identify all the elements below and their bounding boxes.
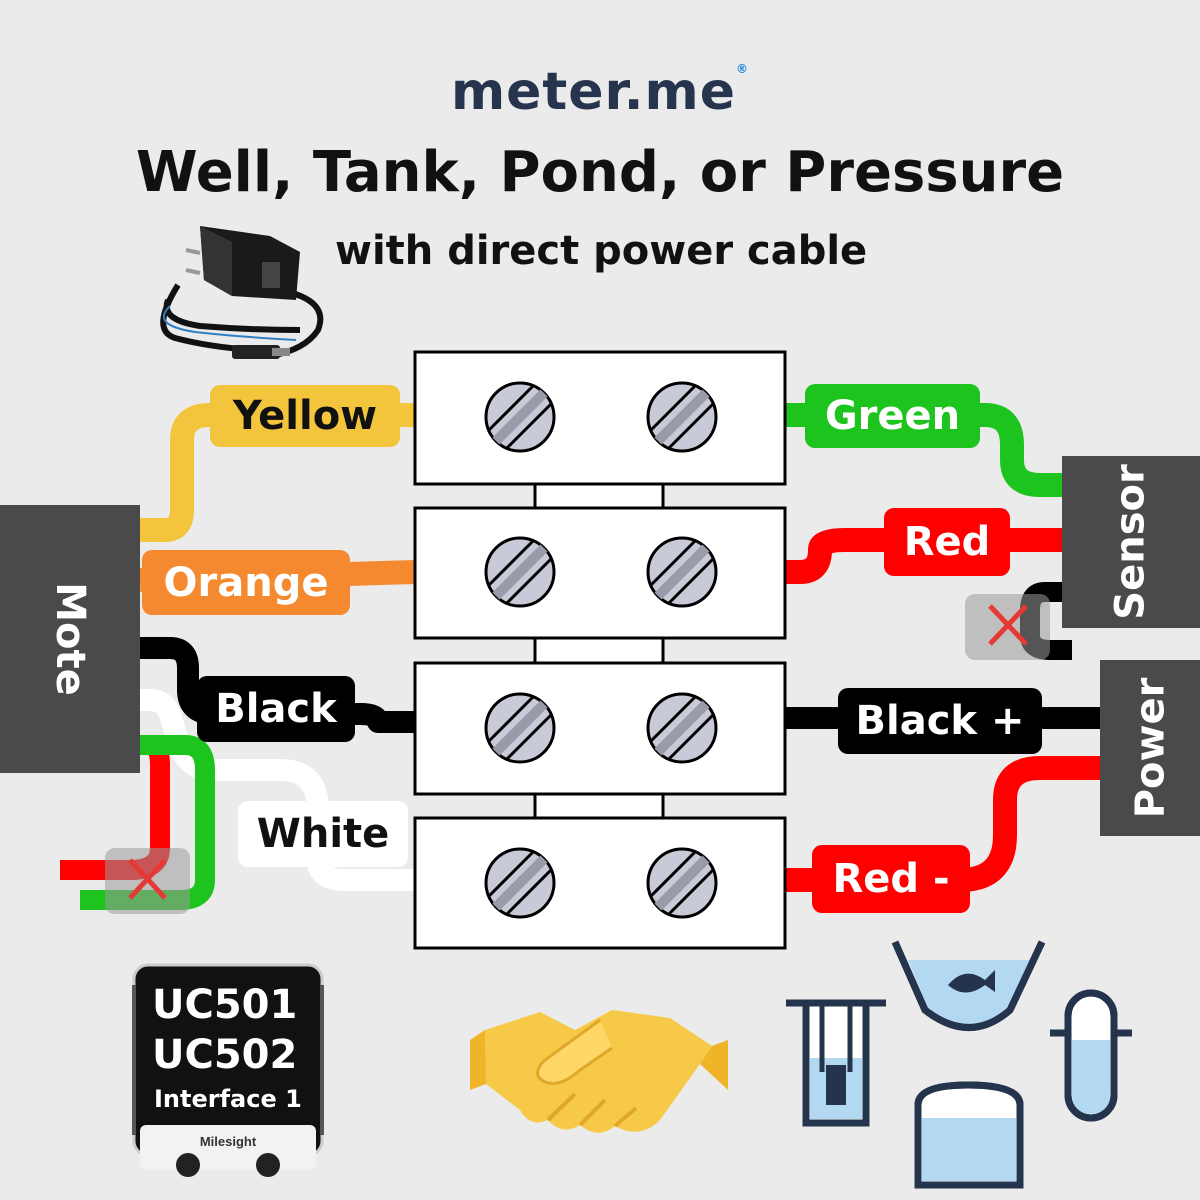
wire-label-red: Red <box>884 508 1010 576</box>
screw-icon <box>484 536 556 608</box>
pond-icon <box>891 940 1046 1031</box>
device-model-1: UC501 <box>152 982 298 1028</box>
power-block: Power <box>1100 660 1200 836</box>
wire-label-white: White <box>238 801 408 867</box>
page-subtitle: with direct power cable <box>335 228 868 274</box>
wire-label-black-plus: Black + <box>838 688 1042 754</box>
screw-icon <box>646 381 718 453</box>
device-model-2: UC502 <box>152 1032 298 1078</box>
wire-label-red-minus: Red - <box>812 845 970 913</box>
power-label: Power <box>1127 677 1174 819</box>
wire-label-yellow: Yellow <box>210 385 400 447</box>
power-adapter-icon <box>160 226 324 359</box>
sensor-label: Sensor <box>1108 464 1154 620</box>
mote-label: Mote <box>46 582 93 696</box>
wire-green-left <box>80 735 215 910</box>
brand-logo: meter.me® <box>0 62 1200 122</box>
terminal-block <box>413 350 787 950</box>
device-interface: Interface 1 <box>154 1085 302 1113</box>
screw-icon <box>646 536 718 608</box>
screw-icon <box>484 381 556 453</box>
screw-icon <box>646 692 718 764</box>
terminal-screws <box>484 381 718 919</box>
terminal-row-3 <box>413 661 787 796</box>
brand-accent: me <box>644 62 736 122</box>
wire-red-right <box>785 528 1062 584</box>
disconnected-x-icon <box>105 848 190 914</box>
registered-mark: ® <box>736 62 749 76</box>
disconnected-x-icon <box>965 594 1050 660</box>
wire-black-left <box>140 637 415 733</box>
pressure-sensor-icon <box>1050 989 1132 1122</box>
screw-icon <box>646 847 718 919</box>
terminal-row-1 <box>413 350 787 486</box>
handshake-icon <box>470 1010 728 1133</box>
screw-icon <box>484 847 556 919</box>
well-icon <box>786 999 886 1127</box>
screw-icon <box>484 692 556 764</box>
terminal-row-4 <box>413 816 787 950</box>
wire-white <box>139 689 415 891</box>
sensor-block: Sensor <box>1062 456 1200 628</box>
terminal-row-2 <box>413 506 787 640</box>
device-maker: Milesight <box>200 1134 257 1149</box>
device-image: Milesight <box>132 963 324 1177</box>
wire-label-green: Green <box>805 384 980 448</box>
wire-green-right <box>785 403 1062 497</box>
tank-icon <box>914 1081 1024 1189</box>
wire-label-orange: Orange <box>142 550 350 615</box>
mote-block: Mote <box>0 505 140 773</box>
wire-label-black: Black <box>197 676 355 742</box>
brand-name: meter. <box>450 62 645 122</box>
wire-yellow <box>140 403 415 542</box>
page-title: Well, Tank, Pond, or Pressure <box>135 140 1065 205</box>
wire-red-minus <box>785 756 1100 892</box>
